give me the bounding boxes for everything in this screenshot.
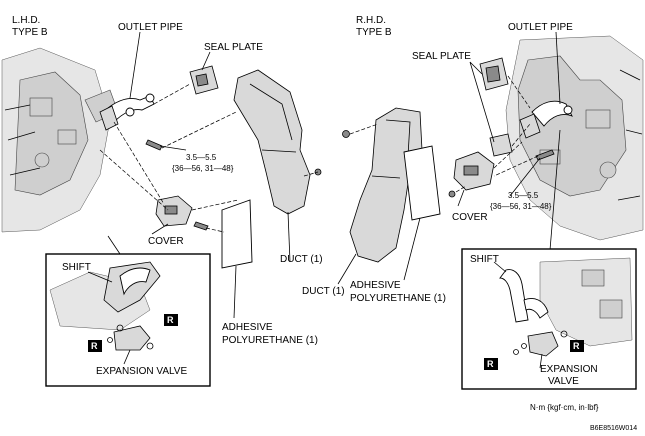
lhd-torque-line2: {36—56, 31—48} [172, 164, 234, 173]
rhd-inset-shift-label: SHIFT [470, 254, 499, 265]
rhd-inset-expansion-line2: VALVE [548, 376, 579, 387]
rhd-heading-line1: R.H.D. [356, 15, 386, 26]
lhd-inset-expansion-valve [113, 325, 151, 351]
lhd-outlet-pipe-label: OUTLET PIPE [118, 22, 183, 33]
lhd-duct-label: DUCT (1) [280, 254, 323, 265]
lhd-duct-leader [287, 211, 291, 263]
rhd-adhesive-line1: ADHESIVE [350, 280, 401, 291]
units-label: N·m {kgf·cm, in·lbf} [530, 403, 599, 412]
lhd-seal-plate [189, 65, 219, 95]
rhd-outlet-pipe [519, 100, 573, 139]
lhd-adhesive-leader [233, 265, 237, 319]
lhd-inset-expansion-valve-label: EXPANSION VALVE [96, 366, 187, 377]
rhd-dash-lines [349, 75, 539, 193]
rhd-shift-leader [493, 261, 507, 273]
rhd-cover-label: COVER [452, 212, 488, 223]
rhd-outlet-pipe-leader [555, 31, 561, 105]
rhd-seal-plate-label: SEAL PLATE [412, 51, 471, 62]
lhd-seal-plate-leader [201, 51, 211, 71]
lhd-inset-pointer [107, 235, 121, 255]
lhd-bolts [145, 139, 322, 231]
lhd-valve-leader [123, 349, 131, 365]
rhd-duct-leader [337, 253, 357, 285]
lhd-engine-area [1, 47, 119, 233]
lhd-torque-leader [159, 145, 187, 151]
rhd-cover [453, 151, 495, 191]
rhd-engine-area [505, 35, 644, 241]
rhd-seal-plate-lower [489, 133, 513, 157]
rhd-inset-r-mark-2-text: R [573, 341, 580, 351]
rhd-adhesive-line2: POLYURETHANE (1) [350, 293, 446, 304]
lhd-torque-line1: 3.5—5.5 [186, 153, 217, 162]
rhd-torque-line1: 3.5—5.5 [508, 191, 539, 200]
rhd-torque-leader [509, 157, 541, 197]
lhd-inset-r-mark-1 [88, 340, 102, 352]
lhd-cover-leader [151, 223, 169, 235]
lhd-inset-r-mark-1-text: R [91, 341, 98, 351]
lhd-adhesive-pad [221, 199, 253, 269]
lhd-inset-r-mark-2 [164, 314, 178, 326]
rhd-duct-label: DUCT (1) [302, 286, 345, 297]
lhd-inset-shift-label: SHIFT [62, 262, 91, 273]
rhd-inset-expansion-valve [527, 331, 559, 357]
lhd-dash-lines [99, 83, 319, 233]
lhd-cover [155, 195, 193, 227]
lhd-seal-plate-label: SEAL PLATE [204, 42, 263, 53]
rhd-adhesive-leader [403, 217, 421, 281]
rhd-bolts [342, 130, 555, 198]
lhd-heading-line1: L.H.D. [12, 15, 40, 26]
rhd-adhesive-pad [403, 145, 441, 221]
rhd-inset-r-mark-1 [484, 358, 498, 370]
rhd-inset-pipe [499, 269, 529, 323]
rhd-inset-r-mark-2 [570, 340, 584, 352]
lhd-inset-r-mark-2-text: R [167, 315, 174, 325]
rhd-heading-line2: TYPE B [356, 27, 392, 38]
rhd-inset-expansion-line1: EXPANSION [540, 364, 598, 375]
lhd-shift-leader [87, 271, 113, 283]
rhd-inset-r-mark-1-text: R [487, 359, 494, 369]
lhd-duct [233, 69, 311, 215]
lhd-heading-line2: TYPE B [12, 27, 48, 38]
rhd-seal-plate-top [479, 57, 509, 91]
rhd-outlet-pipe-label: OUTLET PIPE [508, 22, 573, 33]
rhd-seal-plate-leader [469, 61, 495, 143]
lhd-inset: SHIFT R R EXPANSION VALVE [45, 235, 211, 387]
rhd-inset-pointer [549, 129, 561, 251]
rhd-cover-leader [457, 189, 465, 207]
rhd-view: R.H.D. TYPE B OUTLET PIPE SEAL PLATE 3.5… [302, 15, 644, 304]
lhd-adhesive-line1: ADHESIVE [222, 322, 273, 333]
rhd-duct [349, 107, 423, 263]
figure-code: B6E8516W014 [590, 425, 637, 432]
lhd-adhesive-line2: POLYURETHANE (1) [222, 335, 318, 346]
lhd-outlet-pipe-leader [129, 31, 141, 99]
rhd-inset: SHIFT R R EXPANSION VALVE [461, 129, 637, 390]
lhd-cover-label: COVER [148, 236, 184, 247]
rhd-torque-line2: {36—56, 31—48} [490, 202, 552, 211]
rhd-valve-leader [539, 353, 543, 369]
lhd-view: L.H.D. TYPE B OUTLET PIPE SEAL PLATE 3.5… [1, 15, 323, 346]
